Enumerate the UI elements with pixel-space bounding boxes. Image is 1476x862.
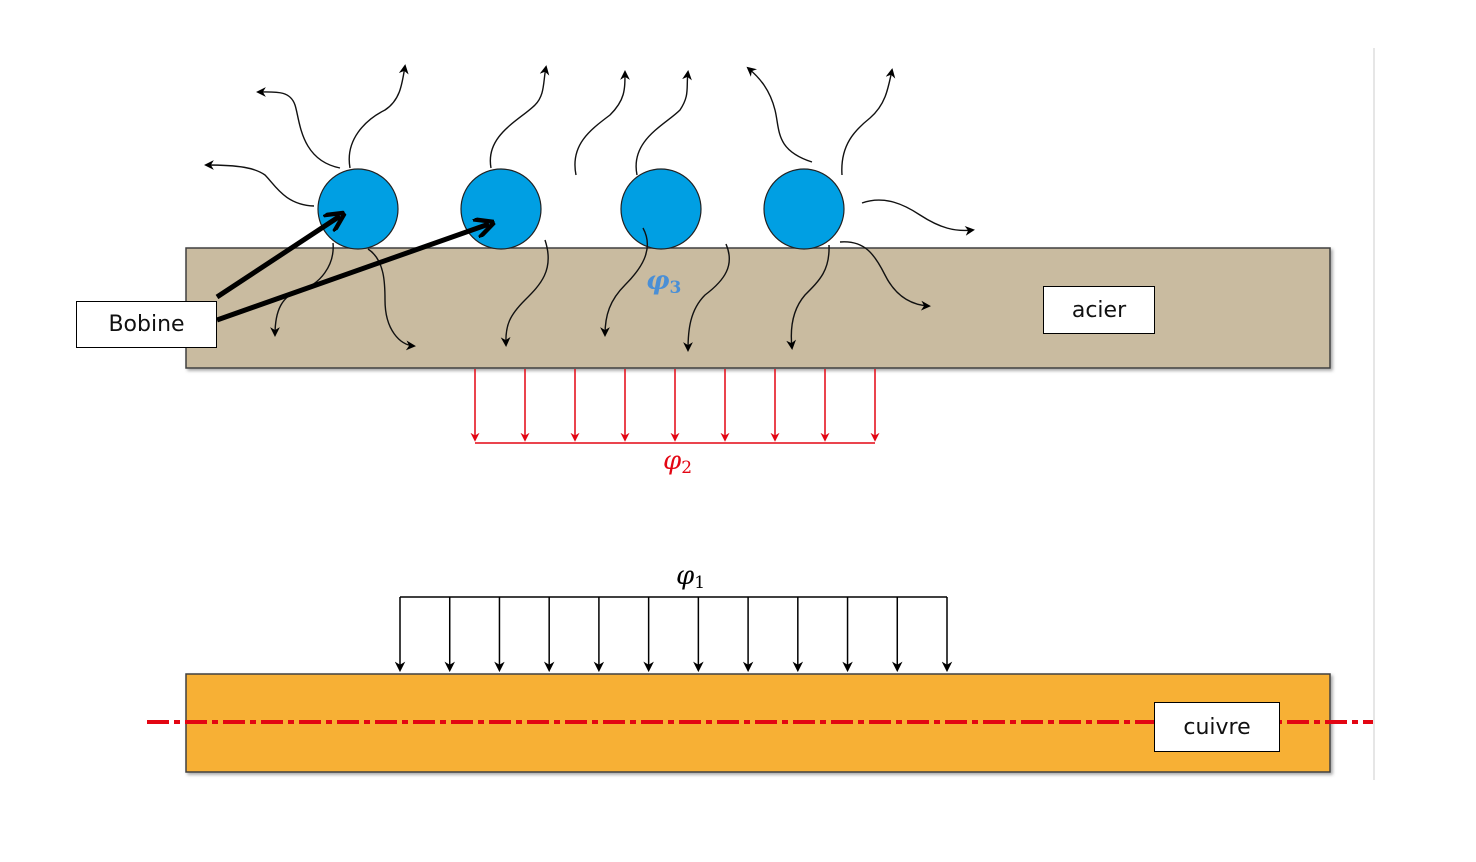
phi1-arrows — [394, 596, 953, 673]
phi3-symbol: φ — [646, 266, 670, 296]
flux-arrow — [256, 87, 341, 169]
coil-label: Bobine — [76, 301, 217, 348]
phi3-label: φ3 — [646, 266, 681, 298]
flux-arrow — [635, 70, 692, 176]
flux-arrow — [600, 227, 648, 337]
coil-3 — [620, 168, 702, 250]
steel-label: acier — [1043, 286, 1155, 334]
leakage-flux-arrows — [204, 64, 975, 352]
phi2-label: φ2 — [663, 446, 692, 478]
page-edge-divider — [1373, 48, 1375, 780]
flux-arrow — [500, 239, 549, 347]
flux-arrow — [574, 70, 630, 176]
coil-pointer-arrows — [215, 216, 489, 323]
flux-arrow — [839, 241, 931, 311]
coils — [317, 168, 845, 250]
flux-arrow — [204, 160, 315, 207]
pointer-arrow-coil-2 — [216, 224, 489, 323]
phi2-subscript: 2 — [681, 458, 693, 478]
flux-arrow — [861, 199, 975, 236]
flux-arrow — [683, 243, 730, 352]
phi1-subscript: 1 — [694, 573, 706, 593]
phi2-symbol: φ — [663, 446, 682, 476]
coil-2 — [460, 168, 542, 250]
phi2-arrows — [470, 369, 880, 444]
pointer-arrow-coil-1 — [215, 216, 340, 300]
steel-plate — [185, 247, 1331, 369]
flux-arrow — [746, 66, 813, 163]
flux-arrow — [841, 68, 896, 176]
flux-arrow — [348, 64, 409, 169]
flux-arrow — [786, 244, 830, 350]
copper-label: cuivre — [1154, 702, 1280, 752]
coil-1 — [317, 168, 399, 250]
phi1-symbol: φ — [676, 561, 695, 591]
phi3-subscript: 3 — [669, 278, 682, 298]
flux-arrow — [489, 65, 550, 169]
coil-4 — [763, 168, 845, 250]
phi1-label: φ1 — [676, 561, 705, 593]
